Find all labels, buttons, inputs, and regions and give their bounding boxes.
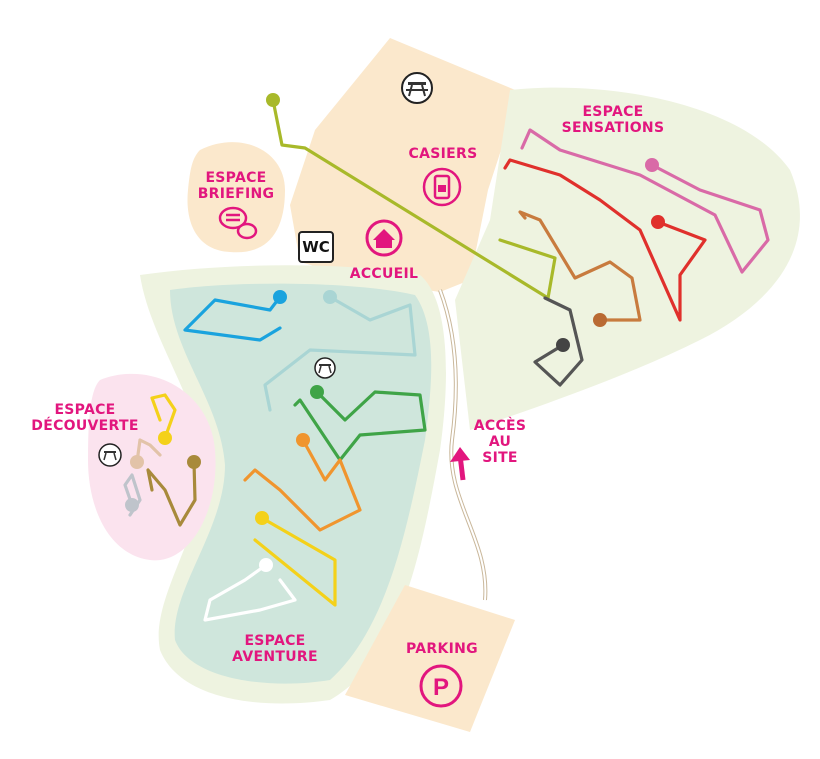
chat-icon <box>218 206 258 240</box>
trail-yellow <box>253 516 337 607</box>
trail-start-orange <box>296 433 310 447</box>
trail-brown <box>518 210 642 322</box>
zone-label-decouverte: ESPACE DÉCOUVERTE <box>31 402 139 434</box>
zone-briefing-area <box>187 142 285 253</box>
label-casiers: CASIERS <box>408 146 478 162</box>
trail-start-dec-yellow <box>158 431 172 445</box>
wc-icon: WC <box>298 231 334 263</box>
trail-orange <box>243 438 362 532</box>
home-icon <box>365 219 403 257</box>
label-acces-site: ACCÈS AU SITE <box>473 418 527 466</box>
trail-start-yellow <box>255 511 269 525</box>
parking-icon <box>419 664 463 708</box>
trail-start-pink <box>645 158 659 172</box>
trail-start-brown <box>593 313 607 327</box>
trail-light-teal <box>263 295 417 412</box>
trail-red <box>503 158 707 322</box>
zone-accueil-area <box>290 38 520 292</box>
zone-label-sensations: ESPACE SENSATIONS <box>561 104 665 136</box>
trail-start-blue <box>273 290 287 304</box>
trail-white <box>203 563 297 622</box>
picnic-icon <box>98 443 122 467</box>
access-arrow-icon <box>450 447 470 481</box>
trail-dec-yellow <box>150 393 177 440</box>
zone-label-aventure: ESPACE AVENTURE <box>232 633 318 665</box>
trail-start-dark <box>556 338 570 352</box>
trail-start-red <box>651 215 665 229</box>
trail-blue <box>183 295 282 342</box>
trail-dec-gold <box>146 460 197 527</box>
trail-start-dec-grey <box>125 498 139 512</box>
zone-aventure-area <box>170 283 432 684</box>
trail-dec-beige <box>135 438 162 464</box>
label-accueil: ACCUEIL <box>349 266 419 282</box>
trail-start-dec-gold <box>187 455 201 469</box>
trail-start-dec-beige <box>130 455 144 469</box>
trail-start-green <box>310 385 324 399</box>
trail-pink <box>520 128 770 274</box>
picnic-icon <box>401 72 433 104</box>
trail-olive <box>271 98 557 300</box>
zone-decouverte-area <box>88 373 216 561</box>
trail-start-teal <box>323 290 337 304</box>
picnic-icon <box>314 357 336 379</box>
lockers-icon <box>422 167 462 207</box>
zone-sensations-area <box>455 87 800 431</box>
trail-start-white <box>259 558 273 572</box>
zone-parking-area <box>345 585 515 732</box>
trail-green <box>293 390 427 462</box>
label-parking: PARKING <box>406 641 478 657</box>
trail-start-olive <box>266 93 280 107</box>
trail-dark-grey <box>533 296 584 387</box>
zone-label-briefing: ESPACE BRIEFING <box>197 170 275 202</box>
parking-symbol: P <box>433 674 449 701</box>
